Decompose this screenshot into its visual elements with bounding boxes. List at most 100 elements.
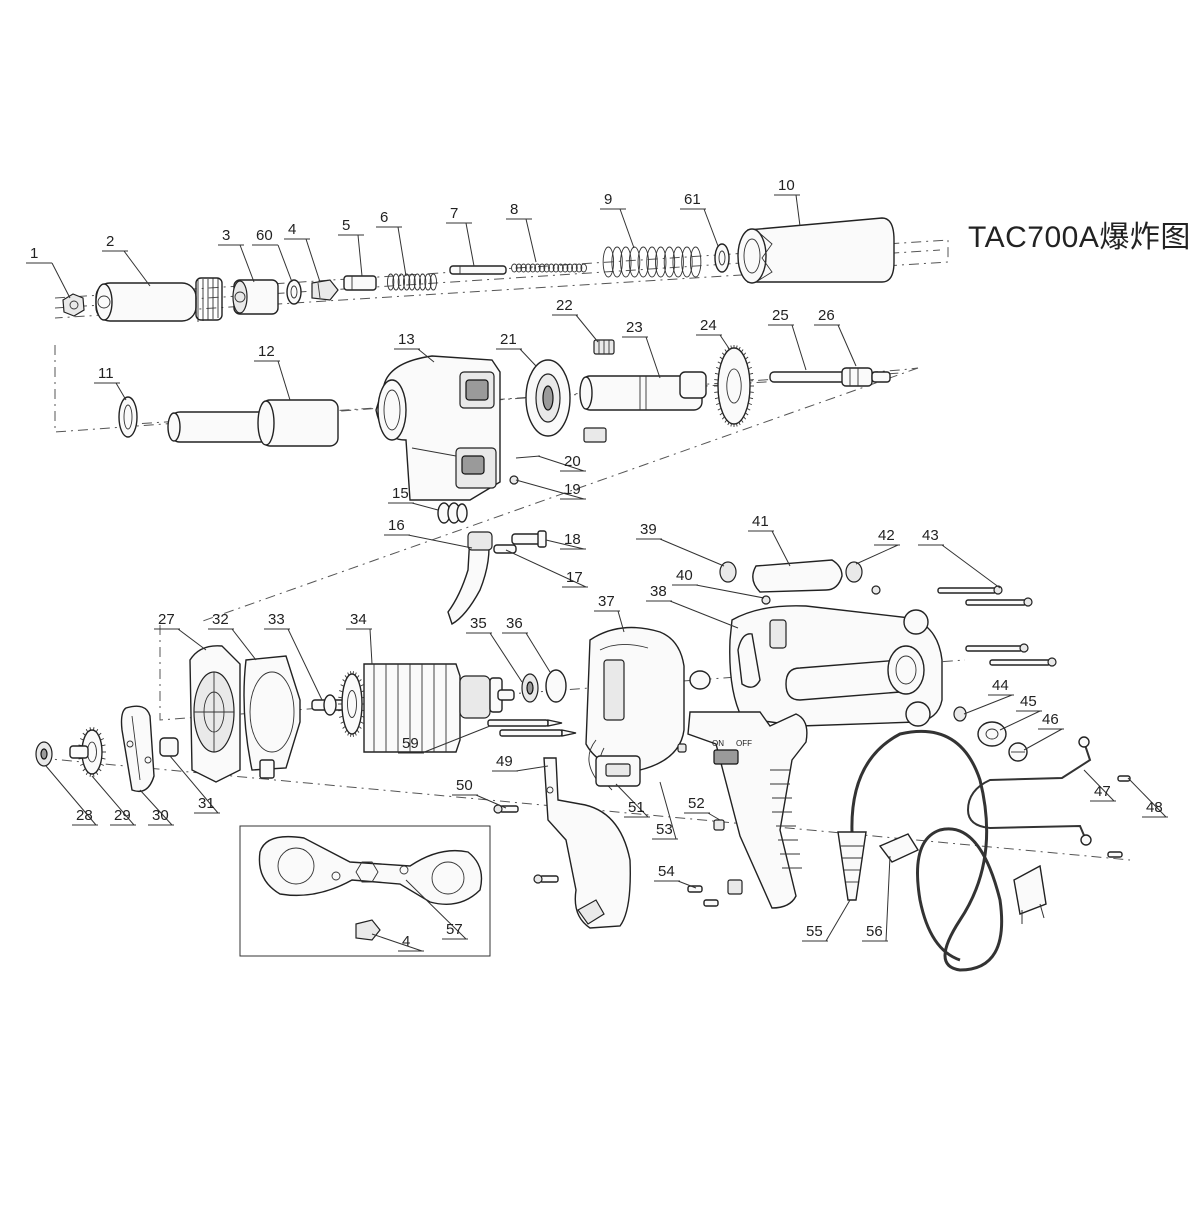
leader-line-9	[620, 209, 634, 248]
callout-label-40: 40	[676, 567, 693, 584]
leader-line-7	[466, 223, 474, 266]
leader-line-4	[306, 239, 320, 282]
callout-label-4: 4	[288, 221, 296, 238]
leader-line-4b	[372, 934, 422, 951]
callout-label-15: 15	[392, 485, 409, 502]
callout-label-31: 31	[198, 795, 215, 812]
callout-label-55: 55	[806, 923, 823, 940]
callout-label-28: 28	[76, 807, 93, 824]
leader-line-42	[856, 545, 898, 564]
callout-label-34: 34	[350, 611, 367, 628]
part-60-washer	[287, 280, 301, 304]
part-53-clamp	[728, 880, 742, 894]
callout-label-45: 45	[1020, 693, 1037, 710]
leader-line-44	[964, 695, 1012, 714]
callout-label-53: 53	[656, 821, 673, 838]
part-15-spring	[438, 503, 467, 523]
leader-line-56	[886, 856, 890, 941]
callout-label-18: 18	[564, 531, 581, 548]
callout-label-49: 49	[496, 753, 513, 770]
part-23-spindle	[580, 372, 706, 410]
part-41-plate	[753, 560, 842, 592]
part-25-shaft	[770, 368, 890, 386]
callout-label-52: 52	[688, 795, 705, 812]
callout-label-7: 7	[450, 205, 458, 222]
callout-label-10: 10	[778, 177, 795, 194]
callout-label-33: 33	[268, 611, 285, 628]
part-5-pin	[344, 276, 376, 290]
callout-label-41: 41	[752, 513, 769, 530]
leader-line-34	[370, 629, 372, 664]
leader-line-26	[838, 325, 856, 366]
part-13-gear-housing	[376, 356, 500, 500]
leader-line-10	[796, 195, 800, 226]
part-61-washer	[715, 244, 729, 272]
leader-line-5	[358, 235, 362, 276]
callout-label-38: 38	[650, 583, 667, 600]
leader-line-2	[124, 251, 150, 286]
part-16-lever	[448, 532, 492, 624]
callout-label-59: 59	[402, 735, 419, 752]
callout-label-11: 11	[98, 365, 114, 382]
leader-line-52	[708, 813, 720, 820]
part-36-cap	[546, 670, 566, 702]
part-48-screws	[1108, 776, 1130, 857]
callout-label-19: 19	[564, 481, 581, 498]
part-59-screws	[488, 720, 576, 736]
leader-line-23	[646, 337, 660, 378]
part-3-collar	[233, 280, 278, 314]
part-18-pin	[512, 531, 546, 547]
callout-label-43: 43	[922, 527, 939, 544]
part-46-clip	[1009, 743, 1027, 761]
callout-label-50: 50	[456, 777, 473, 794]
leader-line-21	[520, 349, 536, 366]
leader-line-1	[52, 263, 70, 298]
leader-line-41	[772, 531, 790, 566]
callout-label-12: 12	[258, 343, 275, 360]
callout-label-42: 42	[878, 527, 895, 544]
callout-label-39: 39	[640, 521, 657, 538]
part-28-bearing	[36, 742, 52, 766]
leader-line-25	[792, 325, 806, 370]
callout-label-22: 22	[556, 297, 573, 314]
part-42-nut	[846, 562, 862, 582]
callout-label-13: 13	[398, 331, 415, 348]
leader-line-61	[704, 209, 718, 246]
callout-label-3: 3	[222, 227, 230, 244]
diagram-title: TAC700A爆炸图	[968, 212, 1191, 256]
part-21-bearing	[526, 360, 570, 436]
callout-label-27: 27	[158, 611, 175, 628]
part-43-screws	[938, 586, 1056, 666]
part-1-nut	[63, 294, 84, 316]
leader-line-49	[516, 766, 548, 771]
callout-label-32: 32	[212, 611, 229, 628]
leader-line-22	[576, 315, 598, 342]
callout-label-57: 57	[446, 921, 463, 938]
callout-label-20: 20	[564, 453, 581, 470]
part-24-gear	[714, 345, 754, 427]
callout-label-29: 29	[114, 807, 131, 824]
callout-label-23: 23	[626, 319, 643, 336]
leader-line-39	[660, 539, 724, 566]
callout-label-37: 37	[598, 593, 615, 610]
leader-line-54	[678, 881, 696, 888]
callout-label-17: 17	[566, 569, 583, 586]
part-7-rod	[450, 266, 506, 274]
callout-label-6: 6	[380, 209, 388, 226]
part-4-jaw-spare	[356, 920, 380, 940]
callout-label-51: 51	[628, 799, 645, 816]
part-11-ring	[119, 397, 137, 437]
leader-line-11	[116, 383, 126, 400]
part-34-armature	[338, 664, 514, 752]
leader-line-35	[490, 633, 522, 682]
callout-label-9: 9	[604, 191, 612, 208]
part-6-spring	[387, 274, 436, 290]
leader-line-38	[670, 601, 738, 628]
leader-line-15	[412, 503, 438, 510]
callout-label-16: 16	[388, 517, 405, 534]
part-9-spring	[603, 247, 701, 277]
callout-label-2: 2	[106, 233, 114, 250]
part-45-bushing	[978, 722, 1006, 746]
callout-label-48: 48	[1146, 799, 1163, 816]
leader-line-12	[278, 361, 290, 400]
